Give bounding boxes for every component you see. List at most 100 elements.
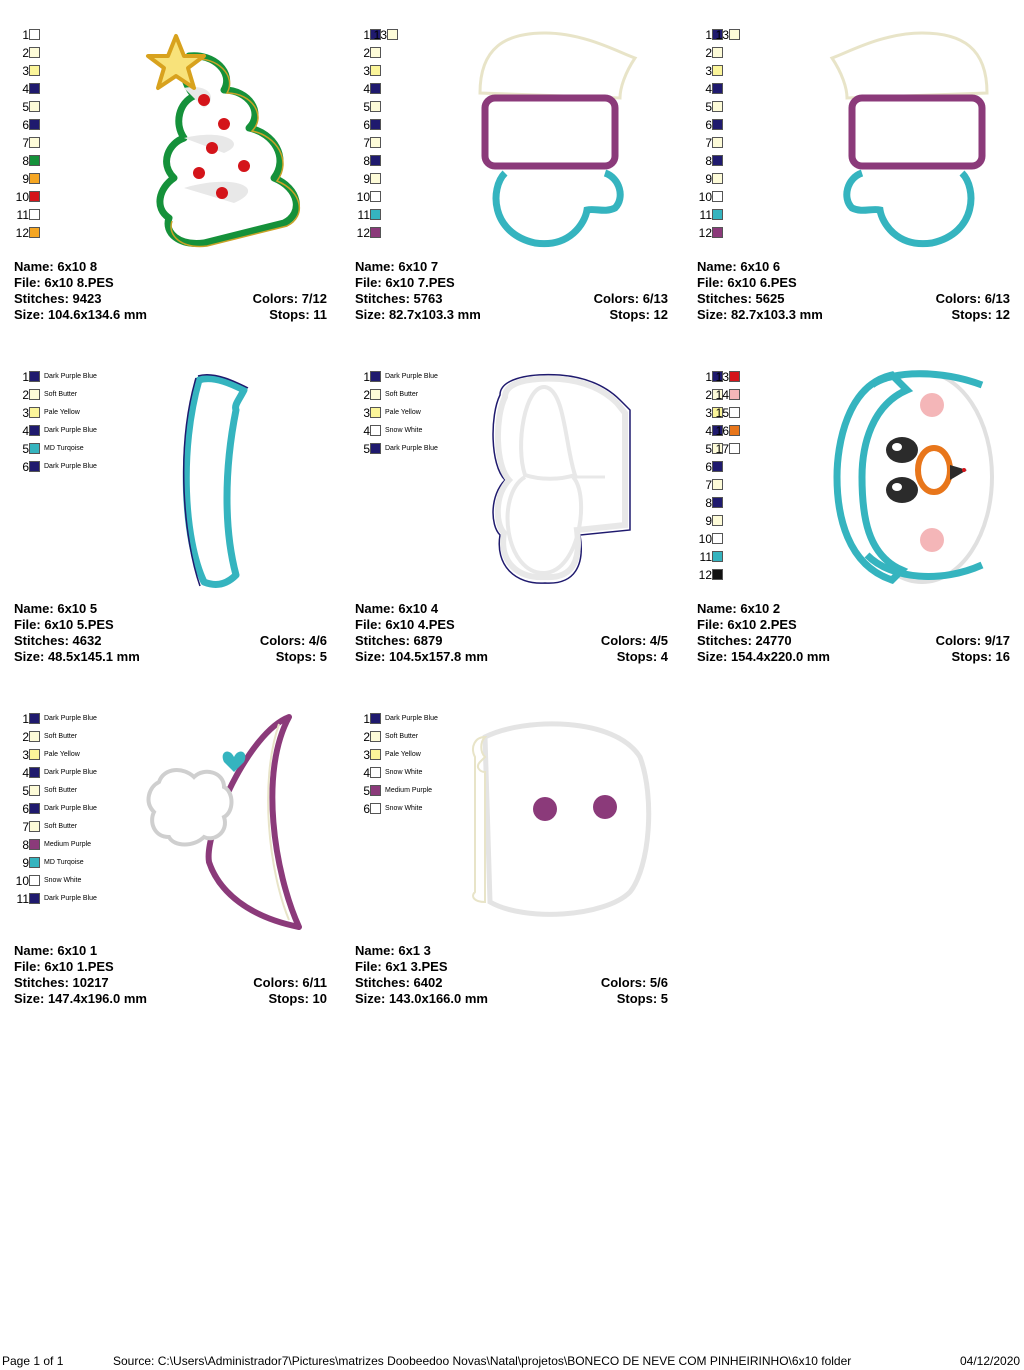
color-index: 5: [363, 442, 370, 456]
color-swatch: [729, 425, 740, 436]
mitten-right-embroidery-preview: [475, 28, 655, 258]
color-name: Soft Butter: [44, 391, 78, 398]
color-index: 5: [22, 100, 29, 114]
design-size: Size: 154.4x220.0 mm: [697, 649, 830, 664]
color-row: 2: [14, 46, 214, 62]
color-swatch: [712, 479, 723, 490]
color-row: 11: [14, 208, 214, 224]
color-swatch: [712, 461, 723, 472]
color-row: 12: [14, 226, 214, 242]
color-swatch: [712, 47, 723, 58]
color-swatch: [370, 65, 381, 76]
color-name: Soft Butter: [44, 823, 78, 830]
color-swatch: [712, 425, 723, 436]
color-index: 8: [363, 154, 370, 168]
color-index: 2: [363, 46, 370, 60]
color-swatch: [729, 389, 740, 400]
color-swatch: [29, 785, 40, 796]
color-swatch: [29, 47, 40, 58]
color-name: Medium Purple: [44, 841, 92, 848]
color-row: 13: [372, 28, 572, 44]
color-index: 17: [715, 442, 729, 456]
design-size: Size: 104.6x134.6 mm: [14, 307, 147, 322]
face-embroidery-preview: [832, 365, 997, 595]
color-index: 8: [705, 154, 712, 168]
design-colors: Colors: 5/6: [600, 975, 668, 990]
design-colors: Colors: 6/13: [593, 291, 668, 306]
tree-embroidery-preview: [124, 28, 314, 258]
color-name: Soft Butter: [44, 733, 78, 740]
color-index: 8: [705, 496, 712, 510]
design-name: Name: 6x10 8: [14, 259, 98, 274]
design-colors: Colors: 6/11: [253, 975, 327, 990]
design-colors: Colors: 4/5: [600, 633, 668, 648]
color-index: 5: [705, 442, 712, 456]
color-row: 12: [697, 568, 897, 584]
color-index: 16: [715, 424, 729, 438]
color-swatch: [29, 749, 40, 760]
design-colors: Colors: 4/6: [259, 633, 327, 648]
color-name: Dark Purple Blue: [385, 715, 438, 722]
color-swatch: [712, 515, 723, 526]
color-name: Pale Yellow: [385, 409, 421, 416]
color-swatch: [29, 209, 40, 220]
color-index: 7: [22, 820, 29, 834]
color-index: 10: [698, 190, 712, 204]
color-index: 2: [22, 388, 29, 402]
design-name: Name: 6x10 6: [697, 259, 781, 274]
color-swatch: [29, 425, 40, 436]
page-number: Page 1 of 1: [2, 1354, 64, 1368]
color-swatch: [370, 731, 381, 742]
color-row: 1: [14, 28, 214, 44]
color-name: Dark Purple Blue: [44, 769, 97, 776]
color-row: 9: [697, 514, 897, 530]
color-swatch: [370, 425, 381, 436]
color-swatch: [29, 389, 40, 400]
color-index: 4: [363, 82, 370, 96]
color-row: 5: [697, 442, 897, 458]
color-index: 7: [363, 136, 370, 150]
color-name: Dark Purple Blue: [44, 427, 97, 434]
color-swatch: [370, 803, 381, 814]
color-index: 1: [22, 712, 29, 726]
design-name: Name: 6x10 2: [697, 601, 781, 616]
design-file: File: 6x10 5.PES: [14, 617, 114, 632]
color-row: 1: [697, 28, 897, 44]
color-swatch: [729, 443, 740, 454]
color-row: 2: [355, 46, 555, 62]
design-name: Name: 6x10 7: [355, 259, 439, 274]
color-index: 9: [22, 856, 29, 870]
color-row: 7: [697, 136, 897, 152]
color-swatch: [370, 155, 381, 166]
color-row: 5: [355, 100, 555, 116]
color-name: Soft Butter: [385, 733, 419, 740]
color-row: 10: [697, 532, 897, 548]
color-name: Snow White: [44, 877, 82, 884]
design-file: File: 6x10 6.PES: [697, 275, 797, 290]
color-swatch: [29, 839, 40, 850]
color-row: 7: [14, 136, 214, 152]
color-swatch: [370, 713, 381, 724]
design-file: File: 6x10 8.PES: [14, 275, 114, 290]
color-swatch: [729, 407, 740, 418]
color-index: 4: [705, 82, 712, 96]
color-index: 8: [22, 154, 29, 168]
color-index: 8: [22, 838, 29, 852]
color-index: 11: [699, 550, 712, 564]
design-name: Name: 6x1 3: [355, 943, 431, 958]
